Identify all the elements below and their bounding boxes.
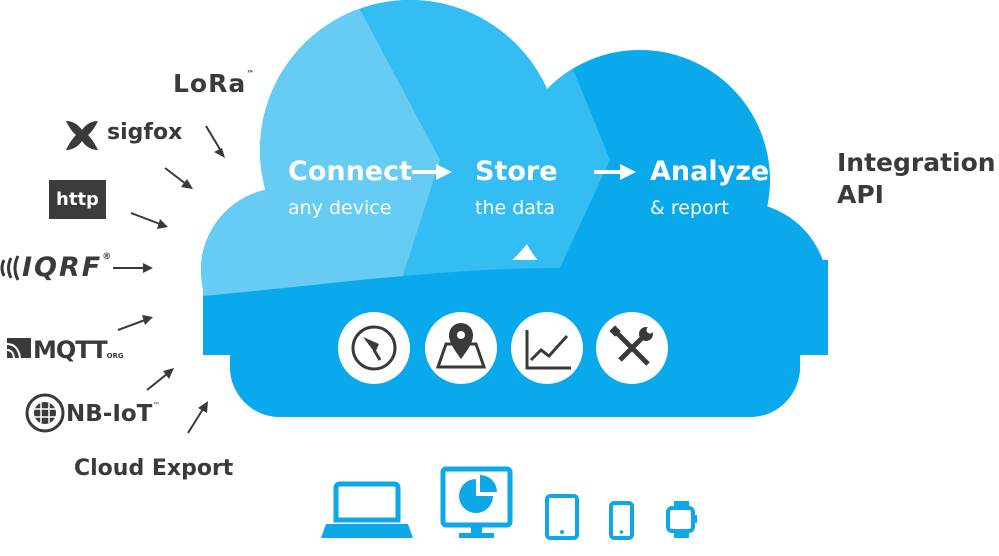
http-badge: http	[49, 180, 106, 219]
stage-store-subtitle: the data	[475, 197, 556, 219]
arrow-http	[130, 212, 168, 229]
flow-arrow-store-analyze	[594, 164, 636, 180]
http-label: http	[56, 189, 99, 210]
sigfox-icon	[66, 121, 98, 150]
smartwatch-icon	[666, 501, 697, 538]
iqrf-label: IQRF	[22, 252, 103, 283]
iqrf-registered-mark: ®	[102, 252, 114, 262]
integration-api-label: Integration API	[837, 147, 996, 211]
arrow-mqtt	[117, 315, 153, 331]
arrow-iqrf	[113, 263, 153, 273]
flow-arrow-connect-store	[412, 164, 452, 180]
nbiot-logo: NB-IoT™	[66, 401, 160, 427]
arrow-cloud-export	[187, 401, 208, 434]
arrow-nbiot	[146, 368, 174, 391]
mqtt-logo-icon	[6, 338, 31, 359]
tablet-icon	[545, 494, 579, 540]
integration-label-line1: Integration	[837, 148, 996, 177]
arrow-sigfox	[164, 167, 193, 189]
nbiot-label: NB-IoT	[66, 401, 153, 427]
desktop-monitor-icon	[440, 466, 513, 538]
mqtt-label: MQTT	[33, 336, 108, 364]
nbiot-trademark: ™	[152, 401, 161, 410]
nbiot-globe-icon	[25, 393, 65, 433]
map-pin-icon	[425, 312, 497, 384]
input-arrows	[113, 125, 225, 434]
mqtt-logo: MQTTORG	[33, 336, 124, 364]
mqtt-org-suffix: ORG	[106, 352, 124, 360]
stage-connect-subtitle: any device	[288, 197, 392, 219]
tools-icon	[596, 312, 668, 384]
laptop-icon	[321, 481, 413, 538]
integration-label-line2: API	[837, 180, 884, 209]
gauge-icon	[338, 312, 410, 384]
lora-logo: LoRa™	[173, 69, 255, 98]
cloud-export-label: Cloud Export	[74, 456, 234, 481]
line-chart-icon	[511, 312, 583, 384]
sigfox-label: sigfox	[107, 120, 183, 145]
stage-analyze-title: Analyze	[650, 156, 770, 187]
lora-trademark: ™	[246, 69, 256, 78]
arrow-lora	[205, 125, 225, 158]
iqrf-logo: IQRF®	[22, 252, 113, 283]
stage-analyze-subtitle: & report	[650, 197, 729, 219]
stage-connect-title: Connect	[288, 156, 413, 187]
smartphone-icon	[609, 501, 634, 540]
iqrf-waves-icon	[0, 255, 20, 281]
lora-label: LoRa	[173, 69, 247, 98]
cloud-lower-band	[201, 268, 828, 417]
stage-store-title: Store	[475, 156, 558, 187]
